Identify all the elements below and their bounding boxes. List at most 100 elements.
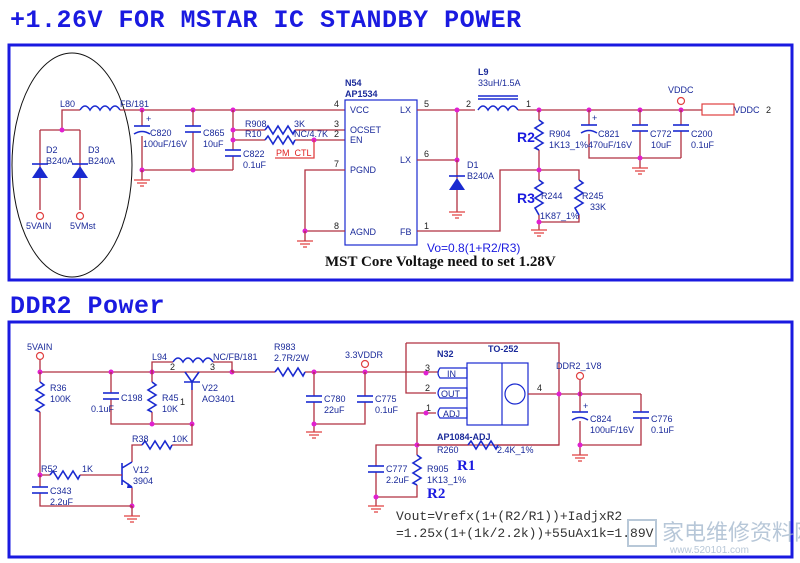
d3-ref: D3 [88,145,100,155]
pin-num: 4 [537,383,542,393]
input-label-5vain-ddr: 5VAIN [27,342,52,352]
r908-ref: R908 [245,119,267,129]
resistor-r38 [141,439,173,451]
c824-ref: C824 [590,414,612,424]
pin-num: 2 [425,383,430,393]
diode-d3 [72,163,88,178]
v12-ref: V12 [133,465,149,475]
vddc-net-port [676,96,686,106]
c343-value: 2.2uF [50,497,74,507]
input-port-5vain-ddr [35,351,45,361]
pin-num: 1 [424,221,429,231]
capacitor-c821 [580,124,598,134]
c820-value: 100uF/16V [143,139,187,149]
pin-num: 1 [526,99,531,109]
r52-ref: R52 [41,464,58,474]
resistor-r52 [49,469,81,481]
r908-value: 3K [294,119,305,129]
r45-value: 10K [162,404,178,414]
capacitor-c772 [632,124,648,132]
ic-n54 [344,99,418,246]
pin-lx1: LX [400,105,411,115]
r52-value: 1K [82,464,93,474]
resistor-r260 [467,439,499,451]
net-port-ddr2-1v8 [575,371,585,381]
inductor-l9 [477,105,519,112]
r905-value: 1K13_1% [427,475,466,485]
capacitor-c780 [306,395,322,403]
pin-num: 2 [466,99,471,109]
c343-ref: C343 [50,486,72,496]
svg-text:+: + [592,113,597,123]
capacitor-c822 [225,149,241,157]
capacitor-c777 [368,465,384,473]
transistor-v12 [121,461,133,488]
n32-part: AP1084-ADJ [437,432,491,442]
pin-num: 4 [334,99,339,109]
resistor-r36 [34,381,46,413]
pin-num: 6 [424,149,429,159]
section2-title: DDR2 Power [10,292,166,321]
svg-text:+: + [583,401,588,411]
pin-adj: ADJ [443,409,460,419]
r260-ref: R260 [437,445,459,455]
input-label-5vain: 5VAIN [26,221,51,231]
c821-value: 470uF/16V [588,140,632,150]
l9-value: 33uH/1.5A [478,78,521,88]
r36-value: 100K [50,394,71,404]
inductor-l80 [79,105,121,112]
pin-fb: FB [400,227,412,237]
r905-ref: R905 [427,464,449,474]
l80-ref: L80 [60,99,75,109]
input-label-5vmst: 5VMst [70,221,96,231]
n32-ref: N32 [437,349,454,359]
c821-ref: C821 [598,129,620,139]
pin-out: OUT [441,389,461,399]
diode-d2 [32,163,48,178]
capacitor-c200 [673,124,689,132]
net-label-3v3ddr: 3.3VDDR [345,350,384,360]
pin-num: 2 [766,105,771,115]
pin-in: IN [447,369,456,379]
c776-value: 0.1uF [651,425,675,435]
pm-ctl-net: PM_CTL [276,148,312,158]
v22-value: AO3401 [202,394,235,404]
c775-ref: C775 [375,394,397,404]
c824-value: 100uF/16V [590,425,634,435]
transistor-v22 [184,371,200,390]
capacitor-c820 [133,125,151,135]
l80-value: FB/181 [120,99,149,109]
l94-value: NC/FB/181 [213,352,258,362]
diode-d1 [449,175,465,190]
pin-num: 3 [334,119,339,129]
pin-num: 3 [210,362,215,372]
capacitor-c343 [32,486,48,494]
section2-formula-line1: Vout=Vrefx(1+(R2/R1))+IadjxR2 [396,509,622,524]
r38-ref: R38 [132,434,149,444]
capacitor-c775 [357,395,373,403]
pin-agnd: AGND [350,227,377,237]
d2-value: B240A [46,156,73,166]
c777-ref: C777 [386,464,408,474]
input-port-5vain [35,211,45,221]
resistor-r983 [274,366,306,378]
resistor-r45 [146,381,158,413]
section1-frame [7,43,794,282]
highlight-ellipse [11,52,133,278]
svg-text:+: + [146,114,151,124]
r38-value: 10K [172,434,188,444]
c772-value: 10uF [651,140,672,150]
watermark-url: www.520101.com [669,545,749,556]
r905-role: R2 [427,486,445,502]
c200-value: 0.1uF [691,140,715,150]
capacitor-c198 [103,392,119,400]
vddc-port-label: VDDC [734,105,760,115]
n54-part: AP1534 [345,89,378,99]
r244-role: R3 [517,190,535,206]
c822-ref: C822 [243,149,265,159]
c198-value: 0.1uF [91,404,115,414]
pin-num: 1 [426,403,431,413]
watermark-text: 家电维修资料网 [662,521,800,546]
resistor-r908 [264,124,296,136]
pin-in-tag [437,367,468,379]
